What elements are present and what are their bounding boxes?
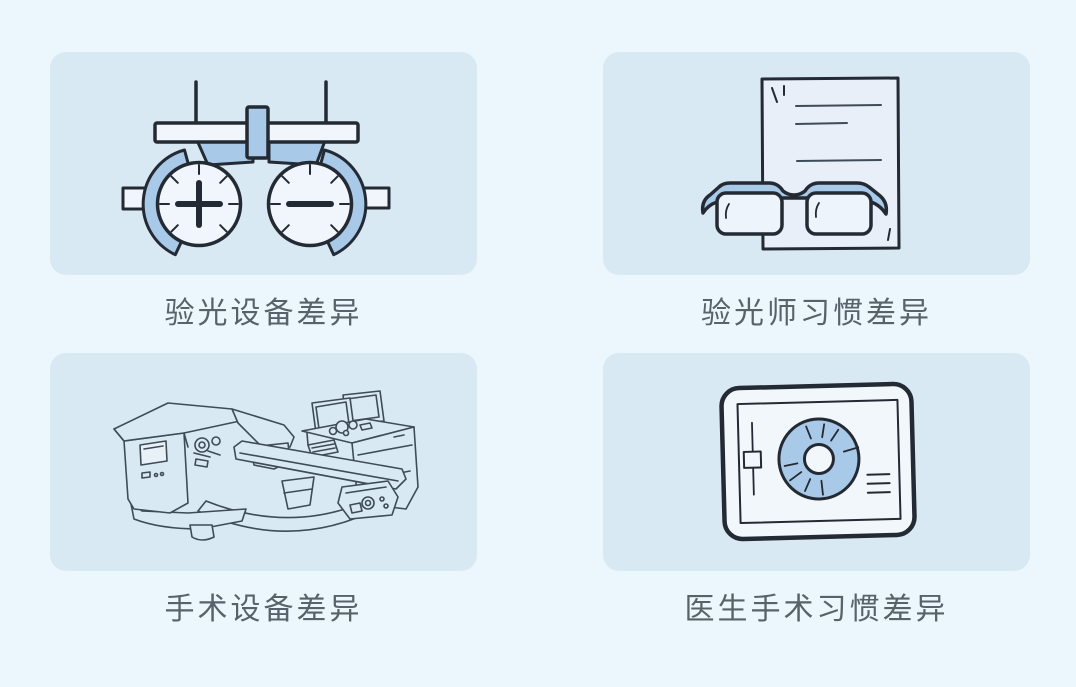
panel-surgery-equipment: 手术设备差异 xyxy=(50,353,477,627)
eye-iris xyxy=(777,417,861,501)
glasses xyxy=(700,181,889,236)
left-lens xyxy=(715,191,784,236)
left-lens-ticks xyxy=(159,164,239,233)
panel-optometry-equipment: 验光设备差异 xyxy=(50,52,477,331)
panel-caption: 医生手术习惯差异 xyxy=(684,593,949,626)
patient-bed xyxy=(233,440,407,520)
card-surgery-equipment xyxy=(50,353,477,571)
trial-frame-icon xyxy=(121,80,391,257)
panel-caption: 验光师习惯差异 xyxy=(701,297,932,330)
card-surgeon-habit xyxy=(603,353,1030,571)
trial-frame-side-tabs xyxy=(121,186,391,211)
panel-caption: 手术设备差异 xyxy=(164,593,363,626)
card-optometry-equipment xyxy=(50,52,477,275)
paper-text-lines xyxy=(795,104,882,162)
trial-frame-bridge xyxy=(245,105,270,160)
monitor-screen xyxy=(736,398,902,525)
monitor-eye-icon xyxy=(719,381,917,542)
menu-lines xyxy=(866,473,891,494)
panel-caption: 验光设备差异 xyxy=(164,297,363,330)
glasses-document-icon xyxy=(700,76,901,251)
panel-grid: 验光设备差异 xyxy=(50,52,1030,627)
right-lens-ticks xyxy=(270,164,350,233)
right-lens xyxy=(805,191,873,236)
surgery-machines-icon xyxy=(113,390,419,541)
glasses-browline xyxy=(700,181,889,216)
panel-surgeon-habit: 医生手术习惯差异 xyxy=(603,353,1030,627)
panel-optometrist-habit: 验光师习惯差异 xyxy=(603,52,1030,331)
plus-symbol xyxy=(175,180,223,228)
card-optometrist-habit xyxy=(603,52,1030,275)
slider-control xyxy=(742,421,763,496)
trial-frame-rods xyxy=(194,80,328,130)
